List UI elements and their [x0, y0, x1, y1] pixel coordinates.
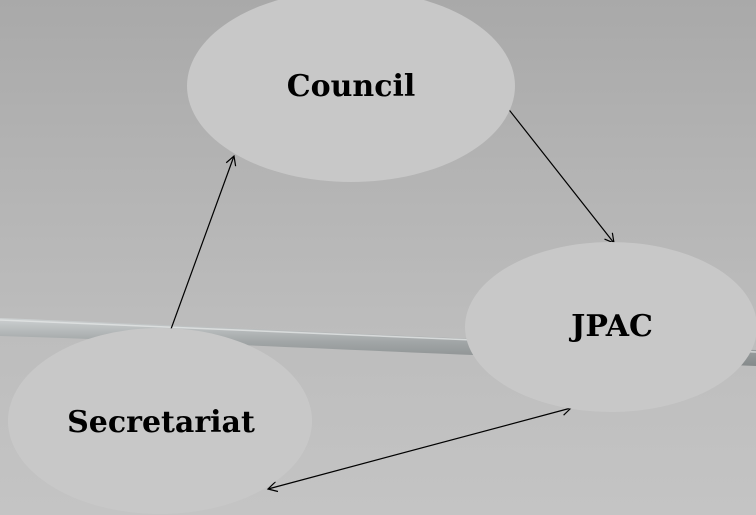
node-secretariat-label: Secretariat — [67, 405, 255, 440]
node-secretariat-shape — [8, 328, 312, 514]
node-jpac-label: JPAC — [568, 309, 653, 344]
node-secretariat: Secretariat — [8, 328, 312, 514]
node-council: Council — [187, 0, 515, 182]
edge-secretariat-jpac — [266, 404, 573, 493]
edge-council-jpac — [498, 96, 615, 244]
node-jpac: JPAC — [465, 242, 756, 412]
node-jpac-shape — [465, 242, 756, 412]
node-council-shape — [187, 0, 515, 182]
node-council-label: Council — [287, 69, 416, 104]
edge-council-secretariat — [160, 154, 237, 353]
